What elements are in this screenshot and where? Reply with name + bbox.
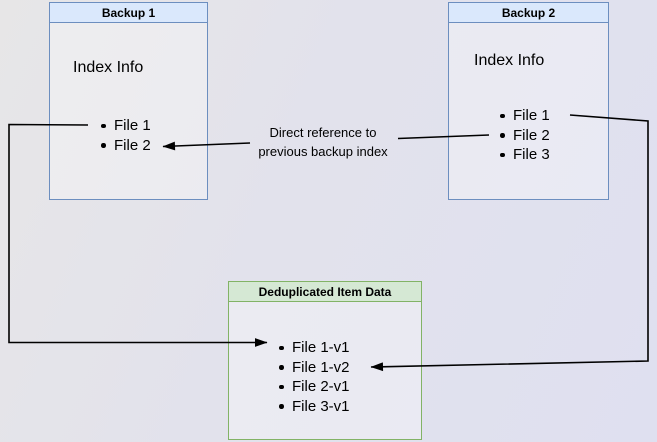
dedup-title: Deduplicated Item Data bbox=[258, 284, 392, 299]
list-item: File 3-v1 bbox=[278, 397, 350, 417]
backup1-header: Backup 1 bbox=[50, 3, 207, 23]
list-item: File 2 bbox=[499, 126, 550, 146]
list-item: File 1 bbox=[499, 106, 550, 126]
backup2-header: Backup 2 bbox=[449, 3, 608, 23]
backup1-subtitle: Index Info bbox=[73, 59, 144, 76]
list-item: File 1-v2 bbox=[278, 358, 350, 378]
direct-reference-label: Direct reference to previous backup inde… bbox=[238, 123, 408, 161]
list-item: File 1-v1 bbox=[278, 338, 350, 358]
list-item: File 2-v1 bbox=[278, 377, 350, 397]
list-item: File 3 bbox=[499, 145, 550, 165]
list-item: File 2 bbox=[100, 136, 151, 156]
list-item: File 1 bbox=[100, 116, 151, 136]
backup2-title: Backup 2 bbox=[501, 5, 556, 20]
direct-reference-line1: Direct reference to bbox=[269, 125, 377, 140]
backup2-subtitle: Index Info bbox=[474, 52, 545, 69]
backup1-title: Backup 1 bbox=[101, 5, 156, 20]
dedup-header: Deduplicated Item Data bbox=[229, 282, 421, 302]
direct-reference-line2: previous backup index bbox=[258, 144, 388, 159]
